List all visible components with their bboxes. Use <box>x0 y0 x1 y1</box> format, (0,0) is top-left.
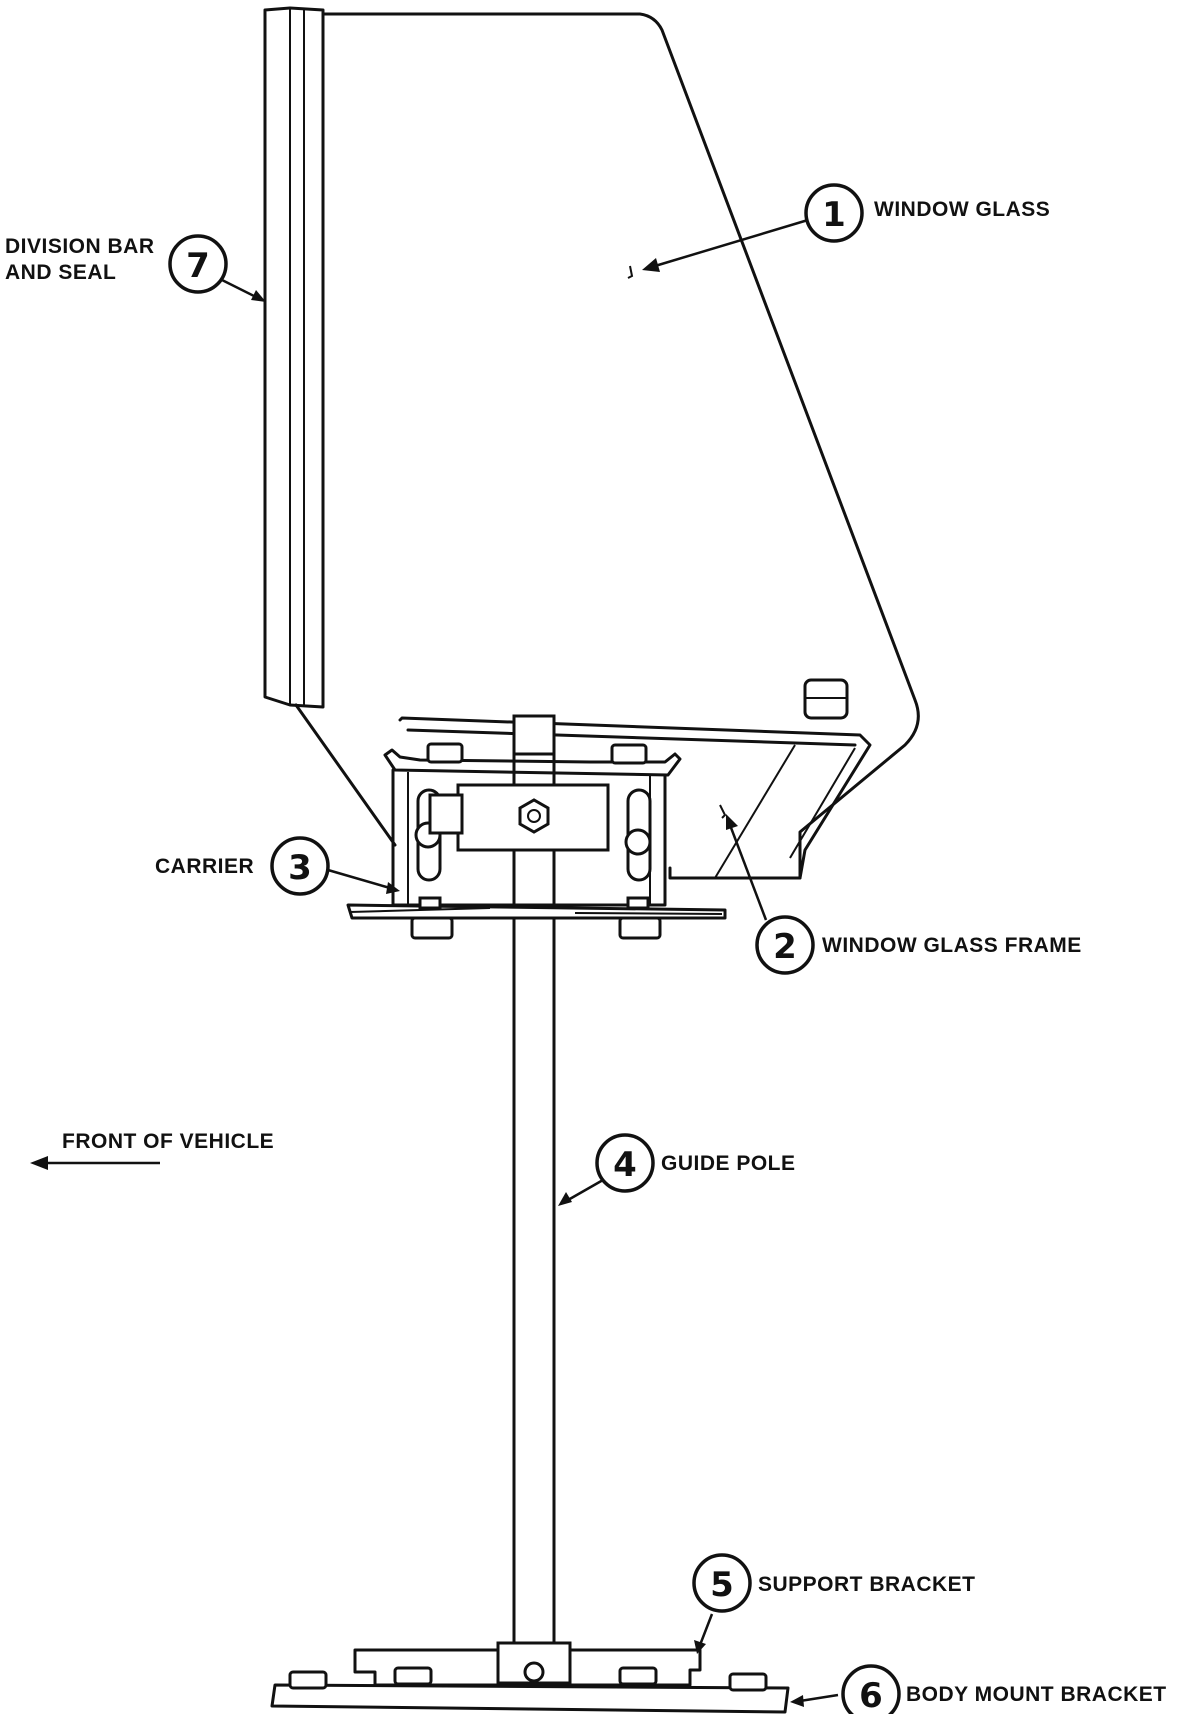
front-of-vehicle-label: FRONT OF VEHICLE <box>62 1130 274 1153</box>
callout-3-number: 3 <box>288 848 312 888</box>
callout-6-number: 6 <box>859 1676 883 1714</box>
callout-3: 3 CARRIER <box>155 836 330 896</box>
carrier <box>346 742 727 940</box>
division-bar <box>263 6 325 709</box>
callout-4: 4 GUIDE POLE <box>595 1133 796 1193</box>
callout-7-label-line2: AND SEAL <box>5 261 116 284</box>
callout-5-label: SUPPORT BRACKET <box>758 1573 976 1596</box>
callout-5: 5 SUPPORT BRACKET <box>692 1553 976 1613</box>
callout-7-label-line1: DIVISION BAR <box>5 235 155 258</box>
callout-1-number: 1 <box>822 195 846 235</box>
window-glass <box>294 12 920 880</box>
callout-1-label: WINDOW GLASS <box>874 198 1050 221</box>
support-bracket <box>353 1641 702 1687</box>
callout-3-label: CARRIER <box>155 855 254 878</box>
body-mount-bracket <box>270 1670 790 1714</box>
callout-1: 1 WINDOW GLASS <box>804 183 1050 243</box>
front-direction-arrow <box>30 1156 160 1170</box>
guide-pole <box>512 714 556 1652</box>
callout-7: 7 DIVISION BAR AND SEAL <box>5 234 228 294</box>
callout-6: 6 BODY MOUNT BRACKET <box>841 1664 1167 1714</box>
callout-4-number: 4 <box>613 1145 637 1185</box>
leader-lines <box>221 218 839 1707</box>
callout-5-number: 5 <box>710 1565 734 1605</box>
window-glass-frame <box>398 678 872 880</box>
callout-7-number: 7 <box>186 246 210 286</box>
callout-6-label: BODY MOUNT BRACKET <box>906 1683 1167 1706</box>
callout-2-number: 2 <box>773 927 797 967</box>
callout-2: 2 WINDOW GLASS FRAME <box>755 915 1082 975</box>
callout-2-label: WINDOW GLASS FRAME <box>822 934 1082 957</box>
callout-4-label: GUIDE POLE <box>661 1152 796 1175</box>
